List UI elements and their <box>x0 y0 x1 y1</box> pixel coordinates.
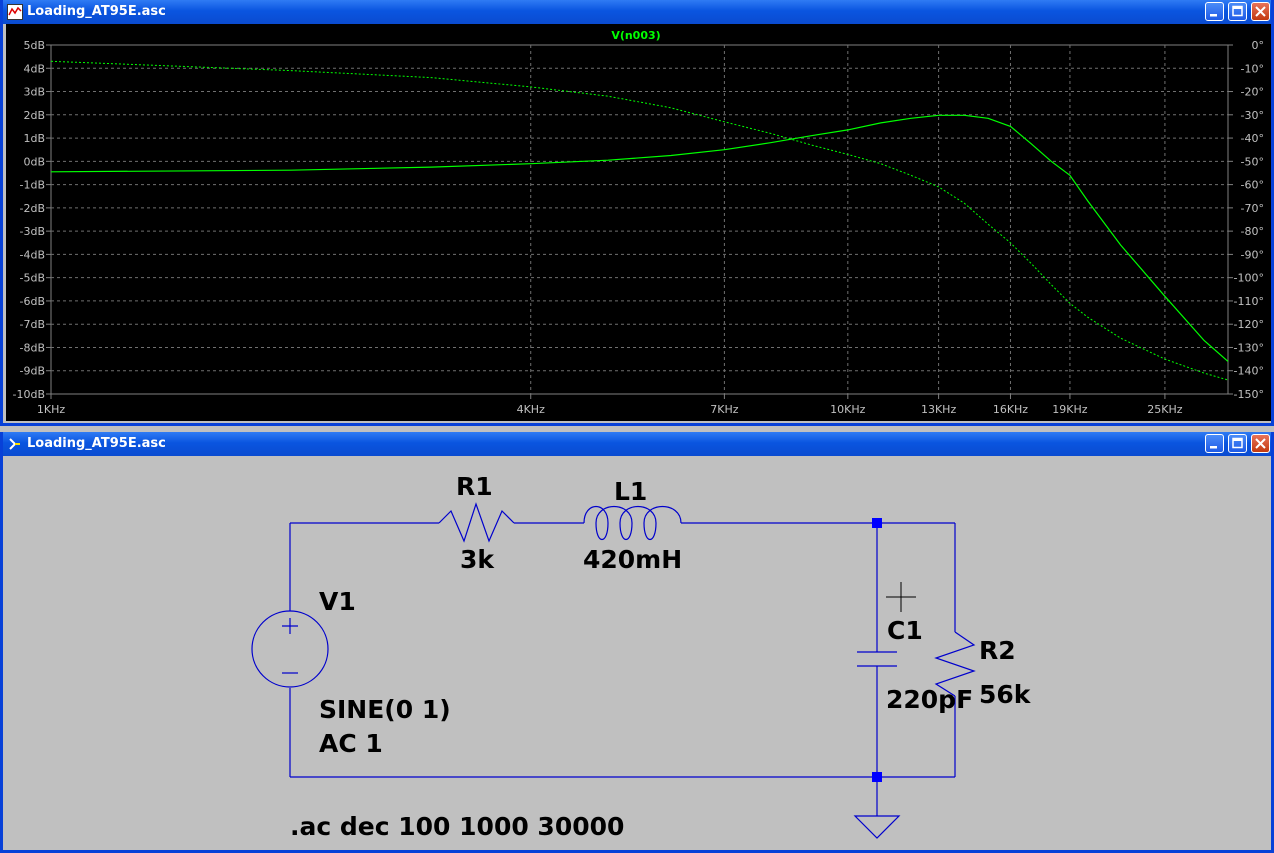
v1-source-symbol[interactable] <box>251 610 329 688</box>
y-left-tick-label: 0dB <box>23 155 45 168</box>
plot-window-title: Loading_AT95E.asc <box>27 4 166 19</box>
plot-window-titlebar[interactable]: Loading_AT95E.asc <box>3 0 1271 24</box>
y-left-tick-label: 4dB <box>23 62 45 75</box>
plot-border <box>50 44 1229 395</box>
y-left-tick-label: 1dB <box>23 132 45 145</box>
c1-value-label[interactable]: 220pF <box>886 685 973 714</box>
junction-dot[interactable] <box>872 518 882 528</box>
plot-area[interactable]: V(n003) 5dB 4dB 3dB 2dB 1dB 0dB -1dB -2dB -3dB -4… <box>6 24 1271 421</box>
r2-name-label[interactable]: R2 <box>979 636 1016 665</box>
minimize-button[interactable] <box>1205 2 1224 21</box>
l1-value-label[interactable]: 420mH <box>583 545 682 574</box>
y-right-tick-label: -130° <box>1234 341 1264 354</box>
y-left-tick-label: -7dB <box>20 318 46 331</box>
y-right-tick-label: -70° <box>1241 202 1264 215</box>
ac-directive[interactable]: .ac dec 100 1000 30000 <box>290 812 624 841</box>
y-right-axis: 0° -10° -20° -30° -40° -50° -60° -70° -80° -90° -1… <box>1228 39 1264 401</box>
schematic-window-title: Loading_AT95E.asc <box>27 436 166 451</box>
v1-ac-label[interactable]: AC 1 <box>319 729 383 758</box>
close-button[interactable] <box>1251 2 1270 21</box>
maximize-button[interactable] <box>1228 434 1247 453</box>
y-right-tick-label: -80° <box>1241 225 1264 238</box>
c1-capacitor-symbol[interactable] <box>857 651 897 667</box>
close-icon <box>1255 438 1266 449</box>
wires[interactable] <box>289 522 956 816</box>
schematic-drawing[interactable]: R1 3k L1 420mH V1 SINE(0 1) AC 1 C1 220p… <box>6 456 1271 853</box>
close-button[interactable] <box>1251 434 1270 453</box>
r2-resistor-symbol[interactable] <box>934 631 976 697</box>
maximize-icon <box>1232 437 1243 449</box>
y-right-tick-label: -30° <box>1241 109 1264 122</box>
c1-name-label[interactable]: C1 <box>887 616 923 645</box>
y-left-tick-label: 5dB <box>23 39 45 52</box>
plot-window: Loading_AT95E.asc V(n003) 5dB 4dB 3dB 2dB 1d… <box>0 0 1274 426</box>
l1-name-label[interactable]: L1 <box>614 477 647 506</box>
minimize-icon <box>1210 14 1217 17</box>
close-icon <box>1255 6 1266 17</box>
y-left-tick-label: -4dB <box>20 248 46 261</box>
y-right-tick-label: 0° <box>1252 39 1265 52</box>
y-right-tick-label: -140° <box>1234 365 1264 378</box>
crosshair-cursor-icon <box>886 582 916 612</box>
y-right-tick-label: -10° <box>1241 62 1264 75</box>
x-tick-label: 16KHz <box>993 403 1028 416</box>
minimize-icon <box>1210 446 1217 449</box>
v1-value-label[interactable]: SINE(0 1) <box>319 695 451 724</box>
ground-symbol[interactable] <box>853 815 901 839</box>
schematic-window: Loading_AT95E.asc <box>0 432 1274 853</box>
r2-value-label[interactable]: 56k <box>979 680 1032 709</box>
y-right-tick-label: -20° <box>1241 86 1264 99</box>
x-tick-label: 10KHz <box>830 403 865 416</box>
x-tick-label: 19KHz <box>1052 403 1087 416</box>
waveform-icon <box>7 4 23 20</box>
y-left-tick-label: -9dB <box>20 365 46 378</box>
y-right-tick-label: -100° <box>1234 272 1264 285</box>
y-left-tick-label: -2dB <box>20 202 46 215</box>
trace-label[interactable]: V(n003) <box>611 29 660 42</box>
y-left-tick-label: 2dB <box>23 109 45 122</box>
traces <box>50 60 1229 381</box>
x-tick-label: 7KHz <box>710 403 738 416</box>
l1-inductor-symbol[interactable] <box>583 506 682 541</box>
r1-name-label[interactable]: R1 <box>456 472 493 501</box>
r1-value-label[interactable]: 3k <box>460 545 495 574</box>
v1-name-label[interactable]: V1 <box>319 587 356 616</box>
minimize-button[interactable] <box>1205 434 1224 453</box>
x-tick-label: 13KHz <box>921 403 956 416</box>
x-tick-label: 4KHz <box>517 403 545 416</box>
y-right-tick-label: -120° <box>1234 318 1264 331</box>
y-right-tick-label: -50° <box>1241 155 1264 168</box>
schematic-window-titlebar[interactable]: Loading_AT95E.asc <box>3 432 1271 456</box>
magnitude-trace <box>50 114 1229 362</box>
phase-trace <box>50 60 1229 381</box>
maximize-icon <box>1232 5 1243 17</box>
y-left-tick-label: -6dB <box>20 295 46 308</box>
x-tick-label: 25KHz <box>1147 403 1182 416</box>
y-left-tick-label: -3dB <box>20 225 46 238</box>
ltspice-icon <box>7 436 23 452</box>
y-right-tick-label: -40° <box>1241 132 1264 145</box>
plot-grid <box>50 44 1229 395</box>
y-left-tick-label: -10dB <box>13 388 46 401</box>
y-left-tick-label: 3dB <box>23 86 45 99</box>
x-axis: 1KHz 4KHz 7KHz 10KHz 13KHz 16KHz 19KHz 25KHz <box>37 394 1183 416</box>
schematic-canvas[interactable]: R1 3k L1 420mH V1 SINE(0 1) AC 1 C1 220p… <box>6 456 1271 853</box>
x-tick-label: 1KHz <box>37 403 65 416</box>
y-right-tick-label: -90° <box>1241 248 1264 261</box>
maximize-button[interactable] <box>1228 2 1247 21</box>
r1-resistor-symbol[interactable] <box>438 502 515 543</box>
y-right-tick-label: -60° <box>1241 179 1264 192</box>
y-left-tick-label: -1dB <box>20 179 46 192</box>
y-left-tick-label: -5dB <box>20 272 46 285</box>
y-left-tick-label: -8dB <box>20 341 46 354</box>
y-left-axis: 5dB 4dB 3dB 2dB 1dB 0dB -1dB -2dB -3dB -4dB -5dB -6… <box>13 39 51 401</box>
y-right-tick-label: -110° <box>1234 295 1264 308</box>
junction-dot[interactable] <box>872 772 882 782</box>
bode-plot[interactable]: V(n003) 5dB 4dB 3dB 2dB 1dB 0dB -1dB -2dB -3dB -4… <box>6 24 1271 421</box>
y-right-tick-label: -150° <box>1234 388 1264 401</box>
